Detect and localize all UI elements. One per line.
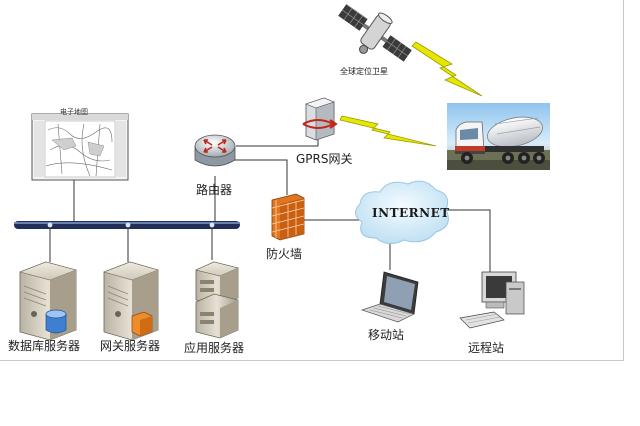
- lightning-gprs-truck-icon: [339, 115, 437, 147]
- link-internet-remote: [445, 209, 491, 272]
- internet-label: INTERNET: [372, 206, 450, 220]
- database-server-label: 数据库服务器: [8, 339, 81, 353]
- laptop-icon: [360, 271, 419, 323]
- gateway-server-label: 网关服务器: [100, 339, 161, 353]
- firewall-label: 防火墙: [266, 247, 303, 261]
- map-monitor-icon: [31, 113, 129, 181]
- lightning-satellite-truck-icon: [411, 41, 483, 97]
- database-server-icon: [19, 261, 77, 341]
- gateway-server-icon: [103, 261, 159, 341]
- connection-lines: [49, 135, 491, 272]
- router-label: 路由器: [196, 183, 233, 197]
- desktop-computer-icon: [459, 271, 525, 329]
- lan-bus: [14, 221, 240, 229]
- gprs-gateway-label: GPRS网关: [296, 152, 353, 166]
- firewall-icon: [271, 193, 305, 241]
- mixer-truck-photo: [447, 103, 550, 170]
- satellite-icon: [338, 3, 412, 62]
- gprs-gateway-icon: [302, 97, 338, 141]
- map-window-title: 电子地图: [60, 108, 88, 116]
- remote-station-label: 远程站: [468, 341, 505, 355]
- application-server-icon: [195, 261, 239, 339]
- satellite-label: 全球定位卫星: [340, 67, 388, 76]
- mobile-station-label: 移动站: [368, 328, 405, 342]
- link-router-firewall: [232, 159, 288, 195]
- router-icon: [194, 134, 236, 167]
- internet-cloud-icon: [355, 180, 449, 244]
- application-server-label: 应用服务器: [184, 341, 245, 355]
